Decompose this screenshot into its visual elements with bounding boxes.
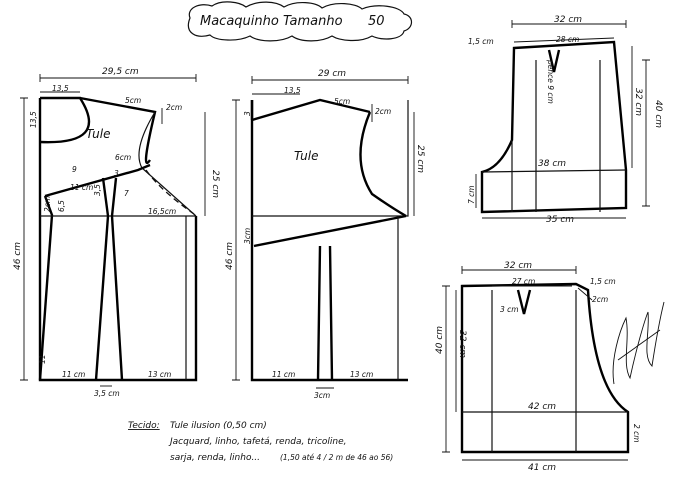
shorts-front-length-label: 40 cm <box>435 326 445 354</box>
shorts-front-hem-label: 2 cm <box>632 424 641 443</box>
front-dart-3-label: 3 <box>114 169 119 178</box>
back-tule-label: Tule <box>294 149 318 163</box>
back-armhole-label: 25 cm <box>415 145 425 173</box>
front-side-label: 16,5cm <box>148 207 176 216</box>
front-dart-cm-label: 6cm <box>115 153 131 162</box>
shorts-back-hip-label: 38 cm <box>538 159 566 169</box>
back-bottom-gap-label: 3cm <box>314 391 330 400</box>
shorts-front-top-label: 32 cm <box>504 261 532 271</box>
shorts-front-bottom-label: 41 cm <box>528 463 556 473</box>
fabric-label: Tecido: <box>128 421 160 431</box>
back-length-label: 46 cm <box>225 242 235 270</box>
front-bottom-right-label: 13 cm <box>148 370 171 379</box>
front-dart-7-label: 7 <box>124 189 129 198</box>
shorts-back-rise-label: 1,5 cm <box>468 37 494 46</box>
shorts-back-waist-label: 28 cm <box>556 35 579 44</box>
front-dart-top-label: 9 <box>72 165 77 174</box>
back-bottom-left-label: 11 cm <box>272 370 295 379</box>
shorts-back-hem-label: 7 cm <box>467 185 476 204</box>
front-bottom-gap-label: 3,5 cm <box>94 389 120 398</box>
shorts-front-crotch-label: 32 cm <box>457 330 467 358</box>
shorts-back-top-label: 32 cm <box>554 15 582 25</box>
fabric-note: Tecido: Tule ilusion (0,50 cm) Jacquard,… <box>128 421 393 463</box>
fabric-note-sizes: (1,50 até 4 / 2 m de 46 ao 56) <box>280 453 393 462</box>
front-bodice-piece <box>20 74 206 387</box>
shorts-back-piece <box>475 20 650 219</box>
shorts-back-length-label: 40 cm <box>653 100 663 128</box>
shorts-front-piece <box>442 266 630 461</box>
title-cloud: Macaquinho Tamanho 50 <box>187 1 413 42</box>
shorts-back-bottom-label: 35 cm <box>546 215 574 225</box>
shorts-front-waist-label: 27 cm <box>512 277 535 286</box>
title-text: Macaquinho Tamanho <box>200 14 343 29</box>
front-bottom-left-label: 11 cm <box>62 370 85 379</box>
front-dart-35-label: 3,5 <box>93 184 102 196</box>
signature-scribble <box>612 301 665 385</box>
front-armhole-label: 25 cm <box>210 170 220 198</box>
front-shoulder-drop-label: 2cm <box>166 103 182 112</box>
front-tule-label: Tule <box>86 127 110 141</box>
fabric-line2: Jacquard, linho, tafetá, renda, tricolin… <box>168 437 347 447</box>
shorts-back-pence-label: pence 9 cm <box>546 59 555 104</box>
back-neck-label: 13,5 <box>284 86 301 95</box>
back-neck-depth-label: 3 <box>243 111 252 116</box>
back-width-label: 29 cm <box>318 69 346 79</box>
front-edge-11-label: 11 <box>38 354 47 364</box>
fabric-line1: Tule ilusion (0,50 cm) <box>170 421 267 431</box>
shorts-front-rise-label: 1,5 cm <box>590 277 616 286</box>
front-width-label: 29,5 cm <box>102 67 139 77</box>
front-neck-depth-label: 13,5 <box>29 111 38 128</box>
front-shoulder-label: 5cm <box>125 96 141 105</box>
back-shoulder-drop-label: 2cm <box>375 107 391 116</box>
back-bodice-piece <box>232 76 415 389</box>
front-neck-label: 13,5 <box>52 84 69 93</box>
back-shoulder-label: 5cm <box>334 97 350 106</box>
shorts-back-crotch-label: 32 cm <box>633 88 643 116</box>
back-bottom-right-label: 13 cm <box>350 370 373 379</box>
front-dart-depth-label: 6,5 <box>57 200 66 212</box>
shorts-front-side-label: 2cm <box>592 295 608 304</box>
front-length-label: 46 cm <box>13 242 23 270</box>
front-dart-len-label: 11 cm <box>70 183 93 192</box>
shorts-front-pleat-label: 3 cm <box>500 305 519 314</box>
size-text: 50 <box>368 14 385 29</box>
back-waist-label: 3cm <box>243 228 252 244</box>
fabric-line3: sarja, renda, linho... <box>170 453 260 463</box>
shorts-front-hip-label: 42 cm <box>528 402 556 412</box>
front-side-2-label: 2cm <box>43 196 52 212</box>
